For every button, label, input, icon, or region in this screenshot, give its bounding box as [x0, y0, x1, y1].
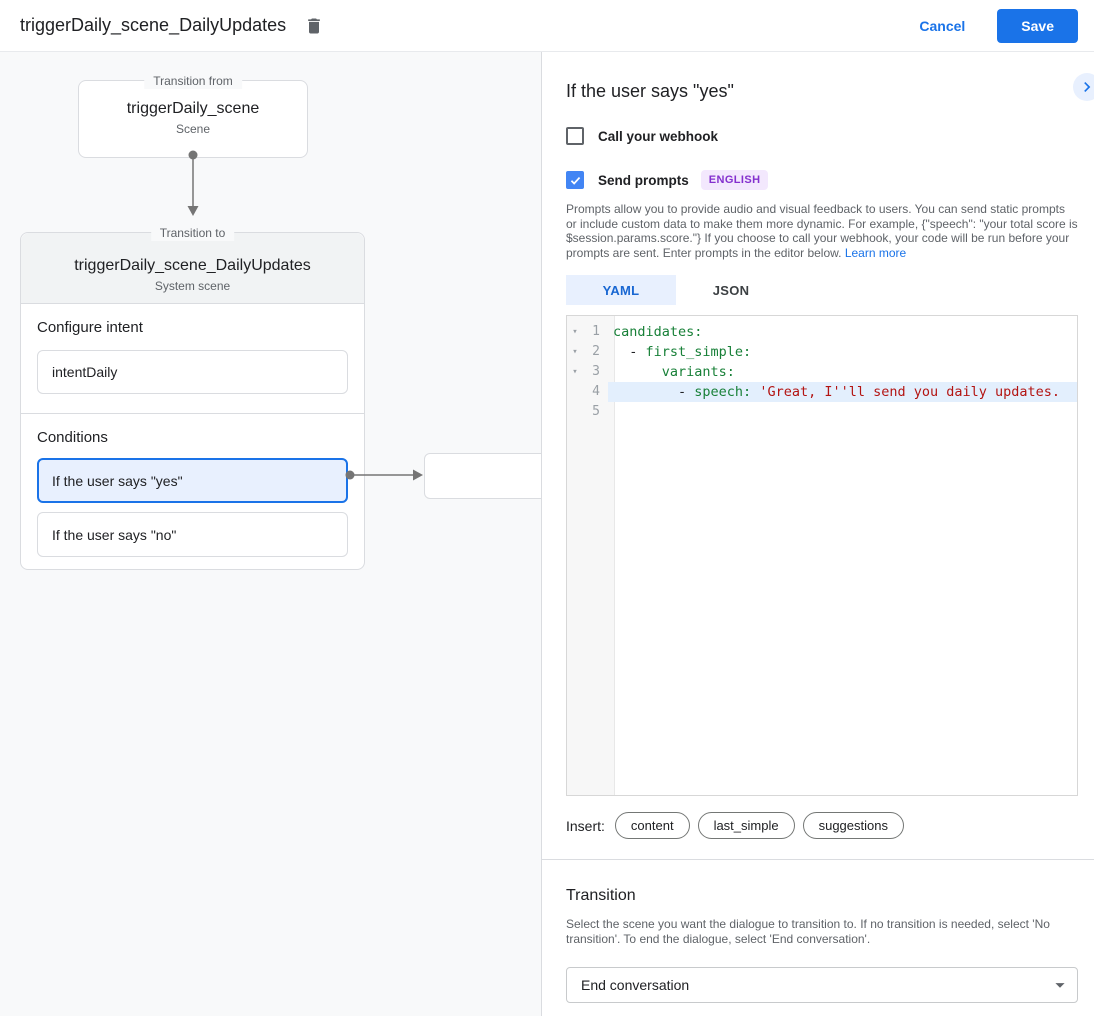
- line-number: 4: [592, 384, 600, 399]
- language-badge: ENGLISH: [700, 170, 769, 190]
- line-number: 3: [592, 364, 600, 379]
- condition-editor-panel: If the user says "yes" Call your webhook…: [541, 52, 1094, 1016]
- transition-heading: Transition: [566, 887, 636, 904]
- send-prompts-row: Send prompts ENGLISH: [566, 170, 1078, 190]
- insert-chip-content[interactable]: content: [614, 812, 690, 839]
- prompts-description-text: Prompts allow you to provide audio and v…: [566, 202, 1078, 260]
- intent-conditions-divider: [21, 413, 364, 414]
- prompt-code-editor[interactable]: ▾ 1 candidates: ▾ 2 - first_simple: ▾ 3 varian…: [566, 315, 1078, 796]
- code-line-text: [608, 402, 1077, 422]
- collapse-panel-button[interactable]: [1073, 73, 1094, 101]
- transition-to-legend: Transition to: [150, 225, 235, 241]
- section-divider: [542, 859, 1094, 860]
- header-actions: Cancel Save: [919, 8, 1078, 43]
- dropdown-arrow-icon: [1049, 974, 1071, 996]
- fold-arrow-icon[interactable]: ▾: [572, 367, 578, 377]
- insert-chip-last_simple[interactable]: last_simple: [697, 812, 795, 839]
- to-scene-header: triggerDaily_scene_DailyUpdates System s…: [21, 233, 364, 304]
- editor-line[interactable]: ▾ 1 candidates:: [567, 322, 1077, 342]
- transition-description: Select the scene you want the dialogue t…: [566, 917, 1050, 946]
- panel-title: If the user says "yes": [566, 81, 734, 101]
- tab-yaml[interactable]: YAML: [566, 275, 676, 305]
- editor-line[interactable]: 4 - speech: 'Great, I''ll send you daily…: [567, 382, 1077, 402]
- webhook-label: Call your webhook: [598, 128, 719, 144]
- line-number: 1: [592, 324, 600, 339]
- from-scene-subtitle: Scene: [175, 122, 211, 136]
- fold-spacer: [567, 382, 583, 402]
- editor-gutter: [567, 316, 615, 795]
- scene-flow-canvas: Transition from triggerDaily_scene Scene…: [0, 52, 541, 1016]
- to-scene-subtitle: System scene: [154, 279, 231, 293]
- editor-line[interactable]: ▾ 2 - first_simple:: [567, 342, 1077, 362]
- save-button[interactable]: Save: [997, 8, 1078, 43]
- trash-icon: [304, 16, 324, 36]
- delete-scene-button[interactable]: [304, 16, 324, 36]
- cancel-button[interactable]: Cancel: [919, 17, 966, 34]
- conditions-label: Conditions: [37, 429, 108, 446]
- code-line-text: variants:: [661, 364, 735, 380]
- fold-arrow-icon[interactable]: ▾: [572, 347, 578, 357]
- chevron-right-icon: [1077, 77, 1094, 97]
- fold-arrow-icon[interactable]: ▾: [572, 327, 578, 337]
- send-prompts-label: Send prompts: [598, 172, 689, 188]
- prompts-description: Prompts allow you to provide audio and v…: [566, 202, 1078, 260]
- to-scene-title: triggerDaily_scene_DailyUpdates: [74, 257, 311, 274]
- transition-select[interactable]: End conversation: [566, 967, 1078, 1003]
- editor-line[interactable]: 5: [567, 402, 1077, 422]
- code-line-text: - speech: 'Great, I''ll send you daily u…: [608, 382, 1077, 402]
- editor-lines: ▾ 1 candidates: ▾ 2 - first_simple: ▾ 3 varian…: [567, 316, 1077, 422]
- main-content: Transition from triggerDaily_scene Scene…: [0, 52, 1094, 1016]
- configure-intent-label: Configure intent: [37, 319, 143, 336]
- code-line-text: candidates:: [613, 324, 703, 340]
- from-scene-title: triggerDaily_scene: [126, 100, 260, 117]
- page-title: triggerDaily_scene_DailyUpdates: [20, 15, 287, 35]
- send-prompts-checkbox[interactable]: [566, 171, 584, 189]
- arrowhead-down-icon: [187, 206, 199, 216]
- transition-from-legend: Transition from: [144, 73, 242, 89]
- app-header: triggerDaily_scene_DailyUpdates Cancel S…: [0, 0, 1094, 52]
- insert-row: Insert: content last_simple suggestions: [566, 812, 1078, 839]
- condition-row-no[interactable]: If the user says "no": [37, 512, 348, 557]
- editor-format-tabs: YAML JSON: [566, 275, 1078, 305]
- insert-label: Insert:: [566, 817, 605, 834]
- transition-to-box: Transition to triggerDaily_scene_DailyUp…: [20, 225, 365, 570]
- line-number: 2: [592, 344, 600, 359]
- line-number: 5: [592, 404, 600, 419]
- intent-field[interactable]: intentDaily: [37, 350, 348, 394]
- code-line-text: - first_simple:: [613, 344, 752, 360]
- check-icon: [569, 174, 582, 187]
- arrowhead-right-icon: [413, 469, 423, 481]
- transition-select-value: End conversation: [581, 977, 690, 993]
- webhook-row: Call your webhook: [566, 127, 1078, 145]
- editor-line[interactable]: ▾ 3 variants:: [567, 362, 1077, 382]
- condition-row-yes[interactable]: If the user says "yes": [37, 458, 348, 503]
- insert-chip-suggestions[interactable]: suggestions: [802, 812, 904, 839]
- insert-chips: content last_simple suggestions: [614, 812, 904, 839]
- fold-spacer: [567, 402, 583, 422]
- learn-more-link[interactable]: Learn more: [844, 245, 907, 260]
- tab-json[interactable]: JSON: [712, 282, 750, 298]
- webhook-checkbox[interactable]: [566, 127, 584, 145]
- condition-target-box[interactable]: [424, 453, 541, 499]
- transition-from-box[interactable]: Transition from triggerDaily_scene Scene: [78, 73, 308, 158]
